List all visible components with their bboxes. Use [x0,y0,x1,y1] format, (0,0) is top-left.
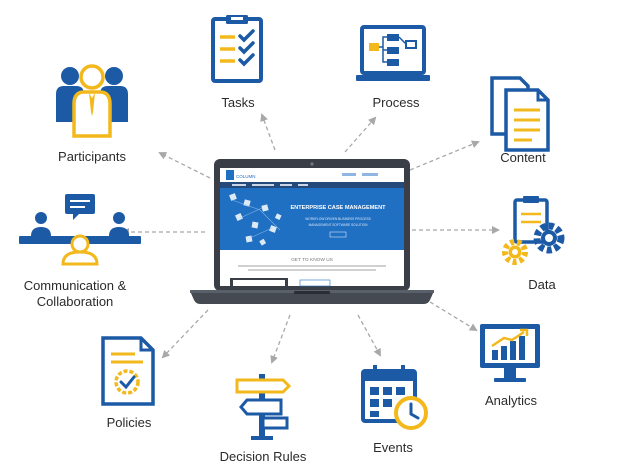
arrow-to-events [357,314,381,357]
screen-banner-title: ENTERPRISE CASE MANAGEMENT [290,205,386,211]
label-data: Data [528,277,556,292]
arrow-to-participants [158,152,211,179]
label-communication-line1: Communication & [23,278,127,293]
label-communication-line2: Collaboration [36,294,114,309]
certificate-document-icon [101,336,155,406]
screen-banner-sub2: MANAGEMENT SOFTWARE SOLUTION [309,223,368,227]
label-analytics: Analytics [484,393,538,408]
laptop-flowchart-icon [356,25,430,81]
people-group-icon [56,64,128,138]
label-events: Events [373,440,413,455]
arrow-to-policies [161,309,209,359]
arrow-to-tasks [260,113,276,151]
meeting-chat-icon [19,194,141,266]
arrow-to-content [409,140,480,171]
label-process: Process [372,95,420,110]
label-policies: Policies [106,415,152,430]
label-content: Content [500,150,546,165]
label-tasks: Tasks [221,95,255,110]
screen-logo: COLUMN [236,174,256,179]
center-laptop: COLUMN ENTERPRISE CASE MANAGEMENT WORKFL… [190,159,434,304]
arrow-to-decision-rules [270,314,291,364]
arrow-to-process [344,116,377,153]
label-participants: Participants [58,149,126,164]
gears-clipboard-icon [502,196,565,265]
connector-arrows [121,113,500,364]
screen-banner-sub1: WORKFLOW DRIVEN BUSINESS PROCESS [305,217,371,221]
screen-section-title: GET TO KNOW US [291,257,333,263]
label-decision-rules: Decision Rules [219,449,307,464]
arrow-to-analytics [429,301,478,332]
documents-icon [490,76,550,152]
clipboard-checklist-icon [211,15,263,83]
signpost-icon [235,374,292,440]
monitor-bar-chart-icon [480,324,540,382]
calendar-clock-icon [361,365,428,430]
